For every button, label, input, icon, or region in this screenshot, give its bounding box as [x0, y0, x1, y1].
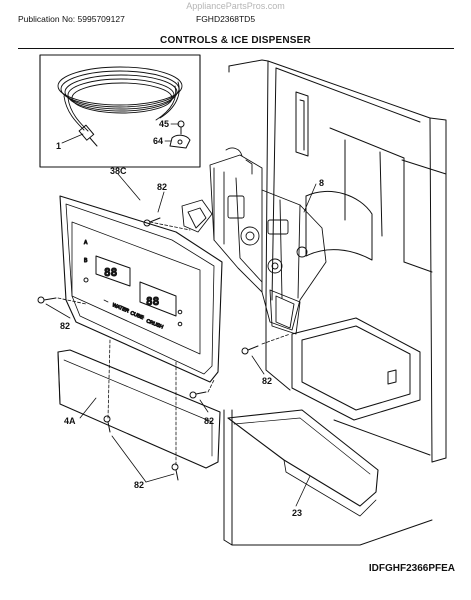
title-rule — [18, 48, 454, 49]
panel-button-crush-label: CRUSH — [145, 318, 164, 330]
callout-23: 23 — [292, 508, 302, 518]
control-panel-housing: 88 88 A B WATER CUBE CRUSH — [59, 195, 223, 383]
display-window-left: 88 — [95, 255, 131, 287]
water-tubing-coil — [57, 66, 183, 132]
panel-button-light — [177, 309, 183, 315]
callout-82-top: 82 — [157, 182, 167, 192]
panel-button-cube-label: CUBE — [129, 310, 145, 321]
callout-82-left: 82 — [60, 321, 70, 331]
clamp-screw — [177, 120, 185, 135]
panel-icon-a: A — [84, 240, 88, 246]
drip-tray — [227, 409, 379, 517]
callout-82-mid: 82 — [262, 376, 272, 386]
display-readout-right: 88 — [146, 295, 159, 308]
callouts: 1 45 64 38C 82 8 82 82 4A 82 82 23 — [56, 119, 324, 518]
callout-82-low: 82 — [204, 416, 214, 426]
door-cabinet — [223, 59, 447, 546]
screw-mid — [241, 345, 259, 355]
panel-button-water-label: WATER — [111, 302, 130, 314]
tube-fitting — [78, 124, 98, 147]
panel-button-filter — [177, 321, 183, 327]
panel-button-lock — [83, 277, 89, 283]
screw-bottom-b — [171, 463, 179, 481]
callout-4a: 4A — [64, 416, 76, 426]
leader-lines — [45, 173, 317, 507]
dispenser-assembly — [181, 147, 327, 335]
model-number: FGHD2368TD5 — [196, 14, 256, 24]
callout-38c: 38C — [110, 166, 127, 176]
screw-top — [143, 217, 161, 227]
callout-1: 1 — [56, 141, 61, 151]
display-readout-left: 88 — [104, 266, 117, 279]
publication-number: Publication No: 5995709127 — [18, 14, 125, 24]
screw-left — [37, 296, 57, 304]
tubing-inset — [39, 54, 201, 168]
tube-clamp — [169, 134, 191, 149]
section-title: CONTROLS & ICE DISPENSER — [160, 35, 311, 46]
panel-icon-b: B — [84, 258, 88, 264]
figure-code: IDFGHF2366PFEA — [368, 563, 455, 574]
callout-64: 64 — [153, 136, 163, 146]
display-window-right: 88 — [139, 281, 177, 317]
callout-82-bottom: 82 — [134, 480, 144, 490]
callout-45: 45 — [159, 119, 169, 129]
screw-low — [189, 391, 207, 399]
screw-bottom-a — [103, 415, 111, 433]
watermark: AppliancePartsPros.com — [186, 1, 285, 11]
callout-8: 8 — [319, 178, 324, 188]
dispenser-paddle — [57, 349, 221, 469]
